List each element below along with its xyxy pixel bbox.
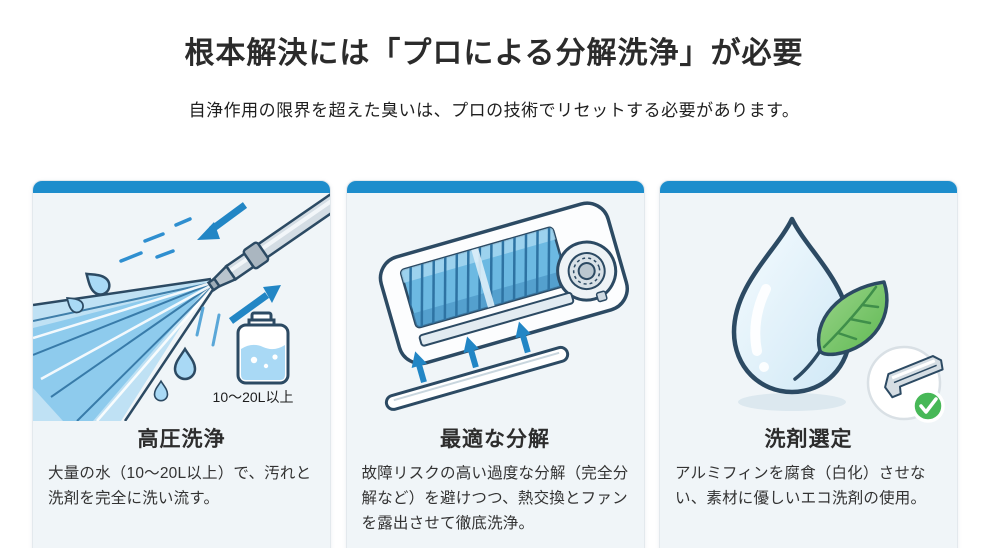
- ac-unit-disassembly-illustration: [347, 193, 644, 421]
- up-arrows-icon: [411, 321, 531, 384]
- card-body: 故障リスクの高い過度な分解（完全分解など）を避けつつ、熱交換とファンを露出させて…: [361, 465, 629, 532]
- page-title: 根本解決には「プロによる分解洗浄」が必要: [184, 37, 804, 70]
- check-icon: [911, 389, 945, 423]
- card-title: 高圧洗浄: [137, 428, 226, 451]
- eco-drop-leaf-illustration: [660, 193, 957, 423]
- aluminum-fin-badge: [866, 345, 945, 423]
- cards-row: 10〜20L以上 高圧洗浄 大量の水（10〜20L以上）で、汚れと洗剤を完全に洗…: [32, 180, 958, 548]
- card-accent-bar: [660, 181, 957, 193]
- card-title: 最適な分解: [440, 428, 550, 451]
- card-body: アルミフィンを腐食（白化）させない、素材に優しいエコ洗剤の使用。: [675, 465, 927, 507]
- card-optimal-disassembly: 最適な分解 故障リスクの高い過度な分解（完全分解など）を避けつつ、熱交換とファン…: [345, 180, 645, 548]
- leaf-icon: [793, 280, 889, 381]
- card-accent-bar: [346, 181, 644, 193]
- high-pressure-spray-illustration: 10〜20L以上: [33, 193, 330, 421]
- infographic-section: 根本解決には「プロによる分解洗浄」が必要 自浄作用の限界を超えた臭いは、プロの技…: [0, 28, 988, 548]
- card-high-pressure-washing: 10〜20L以上 高圧洗浄 大量の水（10〜20L以上）で、汚れと洗剤を完全に洗…: [32, 180, 331, 548]
- card-body: 大量の水（10〜20L以上）で、汚れと洗剤を完全に洗い流す。: [48, 465, 312, 507]
- detached-panel-icon: [384, 345, 569, 411]
- card-title: 洗剤選定: [764, 428, 853, 451]
- page-subtitle: 自浄作用の限界を超えた臭いは、プロの技術でリセットする必要があります。: [188, 101, 800, 120]
- ac-fan-unit-icon: [378, 201, 629, 411]
- spray-nozzle-icon: [33, 193, 330, 421]
- water-capacity-label: 10〜20L以上: [212, 389, 294, 405]
- card-accent-bar: [33, 181, 330, 193]
- card-detergent-selection: 洗剤選定 アルミフィンを腐食（白化）させない、素材に優しいエコ洗剤の使用。: [659, 180, 958, 548]
